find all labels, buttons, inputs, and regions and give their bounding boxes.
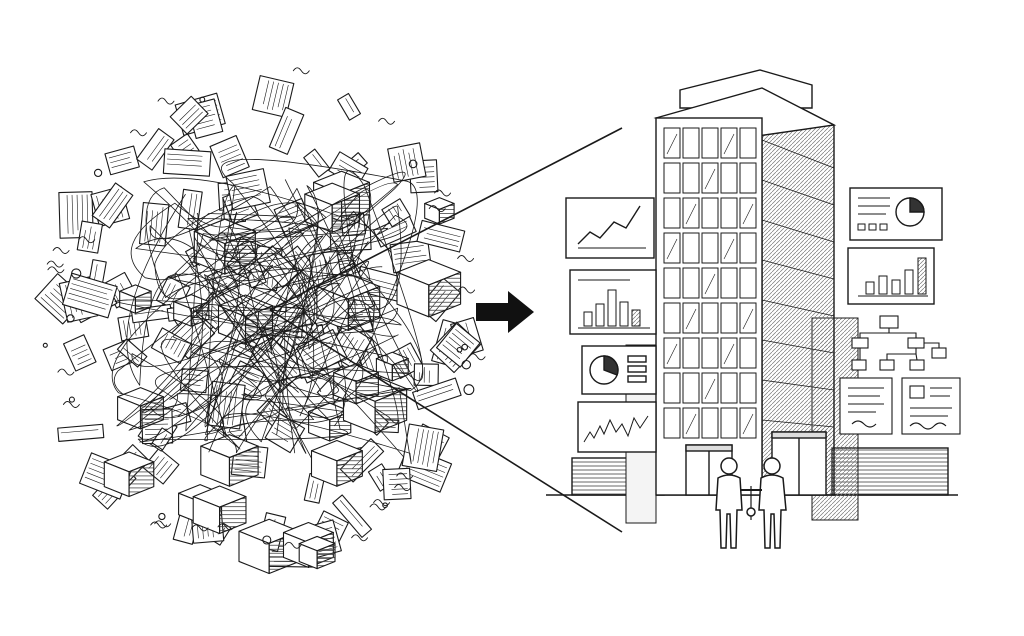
handshake-icon	[715, 457, 787, 549]
bar-chart-icon	[569, 269, 657, 335]
office-scene	[546, 69, 961, 549]
bar-mark	[607, 289, 617, 327]
document-icon	[839, 377, 893, 435]
line-chart-icon	[565, 197, 655, 259]
arrow-right-icon	[476, 291, 534, 333]
bar-mark	[595, 303, 605, 327]
flowchart-icon	[851, 315, 947, 371]
bar-chart-icon	[847, 247, 935, 305]
pie-chart-icon	[581, 345, 657, 395]
bar-mark	[583, 311, 593, 327]
stock-chart-icon	[577, 401, 657, 453]
bar-mark	[904, 269, 914, 295]
bar-mark	[878, 275, 888, 295]
building-windows	[663, 127, 757, 439]
chaos-cluster	[34, 67, 486, 575]
bar-mark	[619, 301, 629, 327]
bar-mark	[631, 309, 641, 327]
bar-mark	[917, 257, 927, 295]
report-icon	[901, 377, 961, 435]
bar-mark	[891, 279, 901, 295]
pie-report-icon	[849, 187, 943, 241]
bar-mark	[865, 281, 875, 295]
